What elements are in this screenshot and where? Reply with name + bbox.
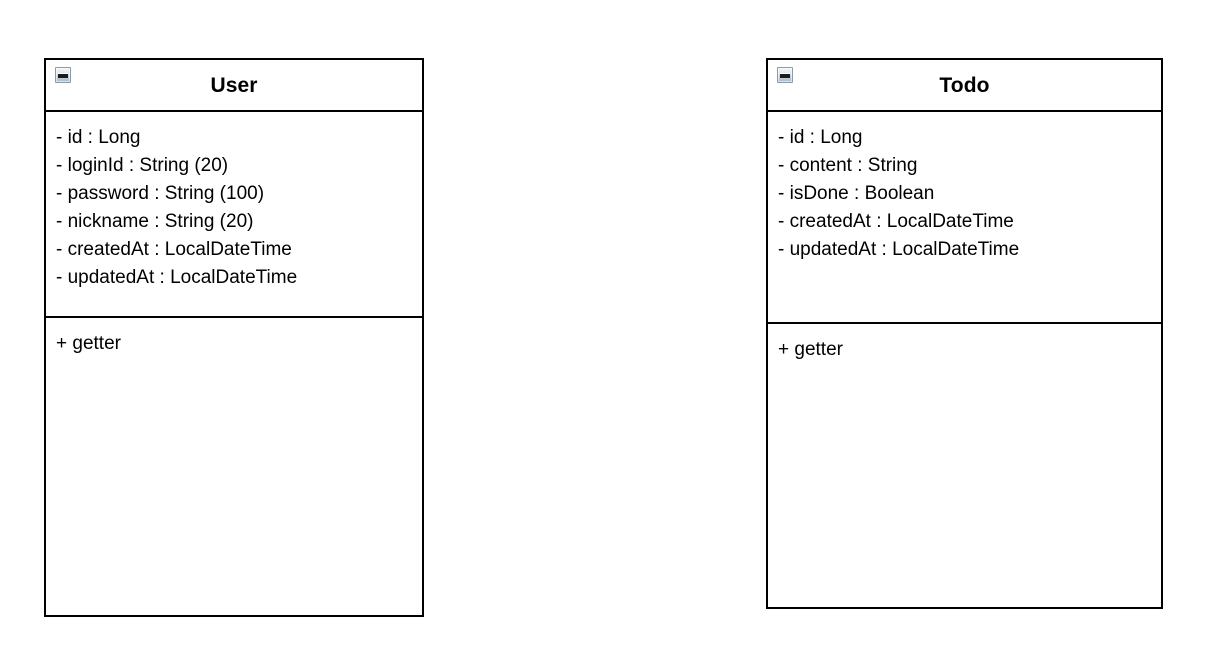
uml-class-todo[interactable]: Todo - id : Long - content : String - is…: [766, 58, 1163, 609]
uml-attribute-row: - isDone : Boolean: [778, 183, 935, 204]
uml-methods-user: + getter: [46, 318, 422, 615]
uml-attribute-row: - createdAt : LocalDateTime: [56, 239, 292, 260]
uml-class-header-todo: Todo: [768, 60, 1161, 112]
uml-class-name-user: User: [210, 73, 258, 97]
uml-attribute-row: - nickname : String (20): [56, 211, 254, 232]
uml-attribute-row: - createdAt : LocalDateTime: [778, 211, 1014, 232]
minus-glyph: [58, 72, 68, 78]
minus-collapse-icon[interactable]: [777, 67, 793, 83]
uml-method-row: + getter: [778, 339, 843, 360]
uml-attributes-todo: - id : Long - content : String - isDone …: [768, 112, 1161, 324]
uml-attribute-row: - updatedAt : LocalDateTime: [778, 239, 1020, 260]
uml-attribute-row: - content : String: [778, 155, 918, 176]
uml-class-user[interactable]: User - id : Long - loginId : String (20)…: [44, 58, 424, 617]
uml-methods-todo: + getter: [768, 324, 1161, 607]
uml-class-header-user: User: [46, 60, 422, 112]
minus-glyph: [780, 72, 790, 78]
uml-attribute-row: - loginId : String (20): [56, 155, 229, 176]
uml-method-row: + getter: [56, 333, 121, 354]
uml-attribute-row: - id : Long: [778, 127, 863, 148]
uml-attribute-row: - updatedAt : LocalDateTime: [56, 267, 298, 288]
uml-class-name-todo: Todo: [939, 73, 990, 97]
uml-attribute-row: - id : Long: [56, 127, 141, 148]
uml-attributes-user: - id : Long - loginId : String (20) - pa…: [46, 112, 422, 318]
uml-attribute-row: - password : String (100): [56, 183, 265, 204]
minus-collapse-icon[interactable]: [55, 67, 71, 83]
